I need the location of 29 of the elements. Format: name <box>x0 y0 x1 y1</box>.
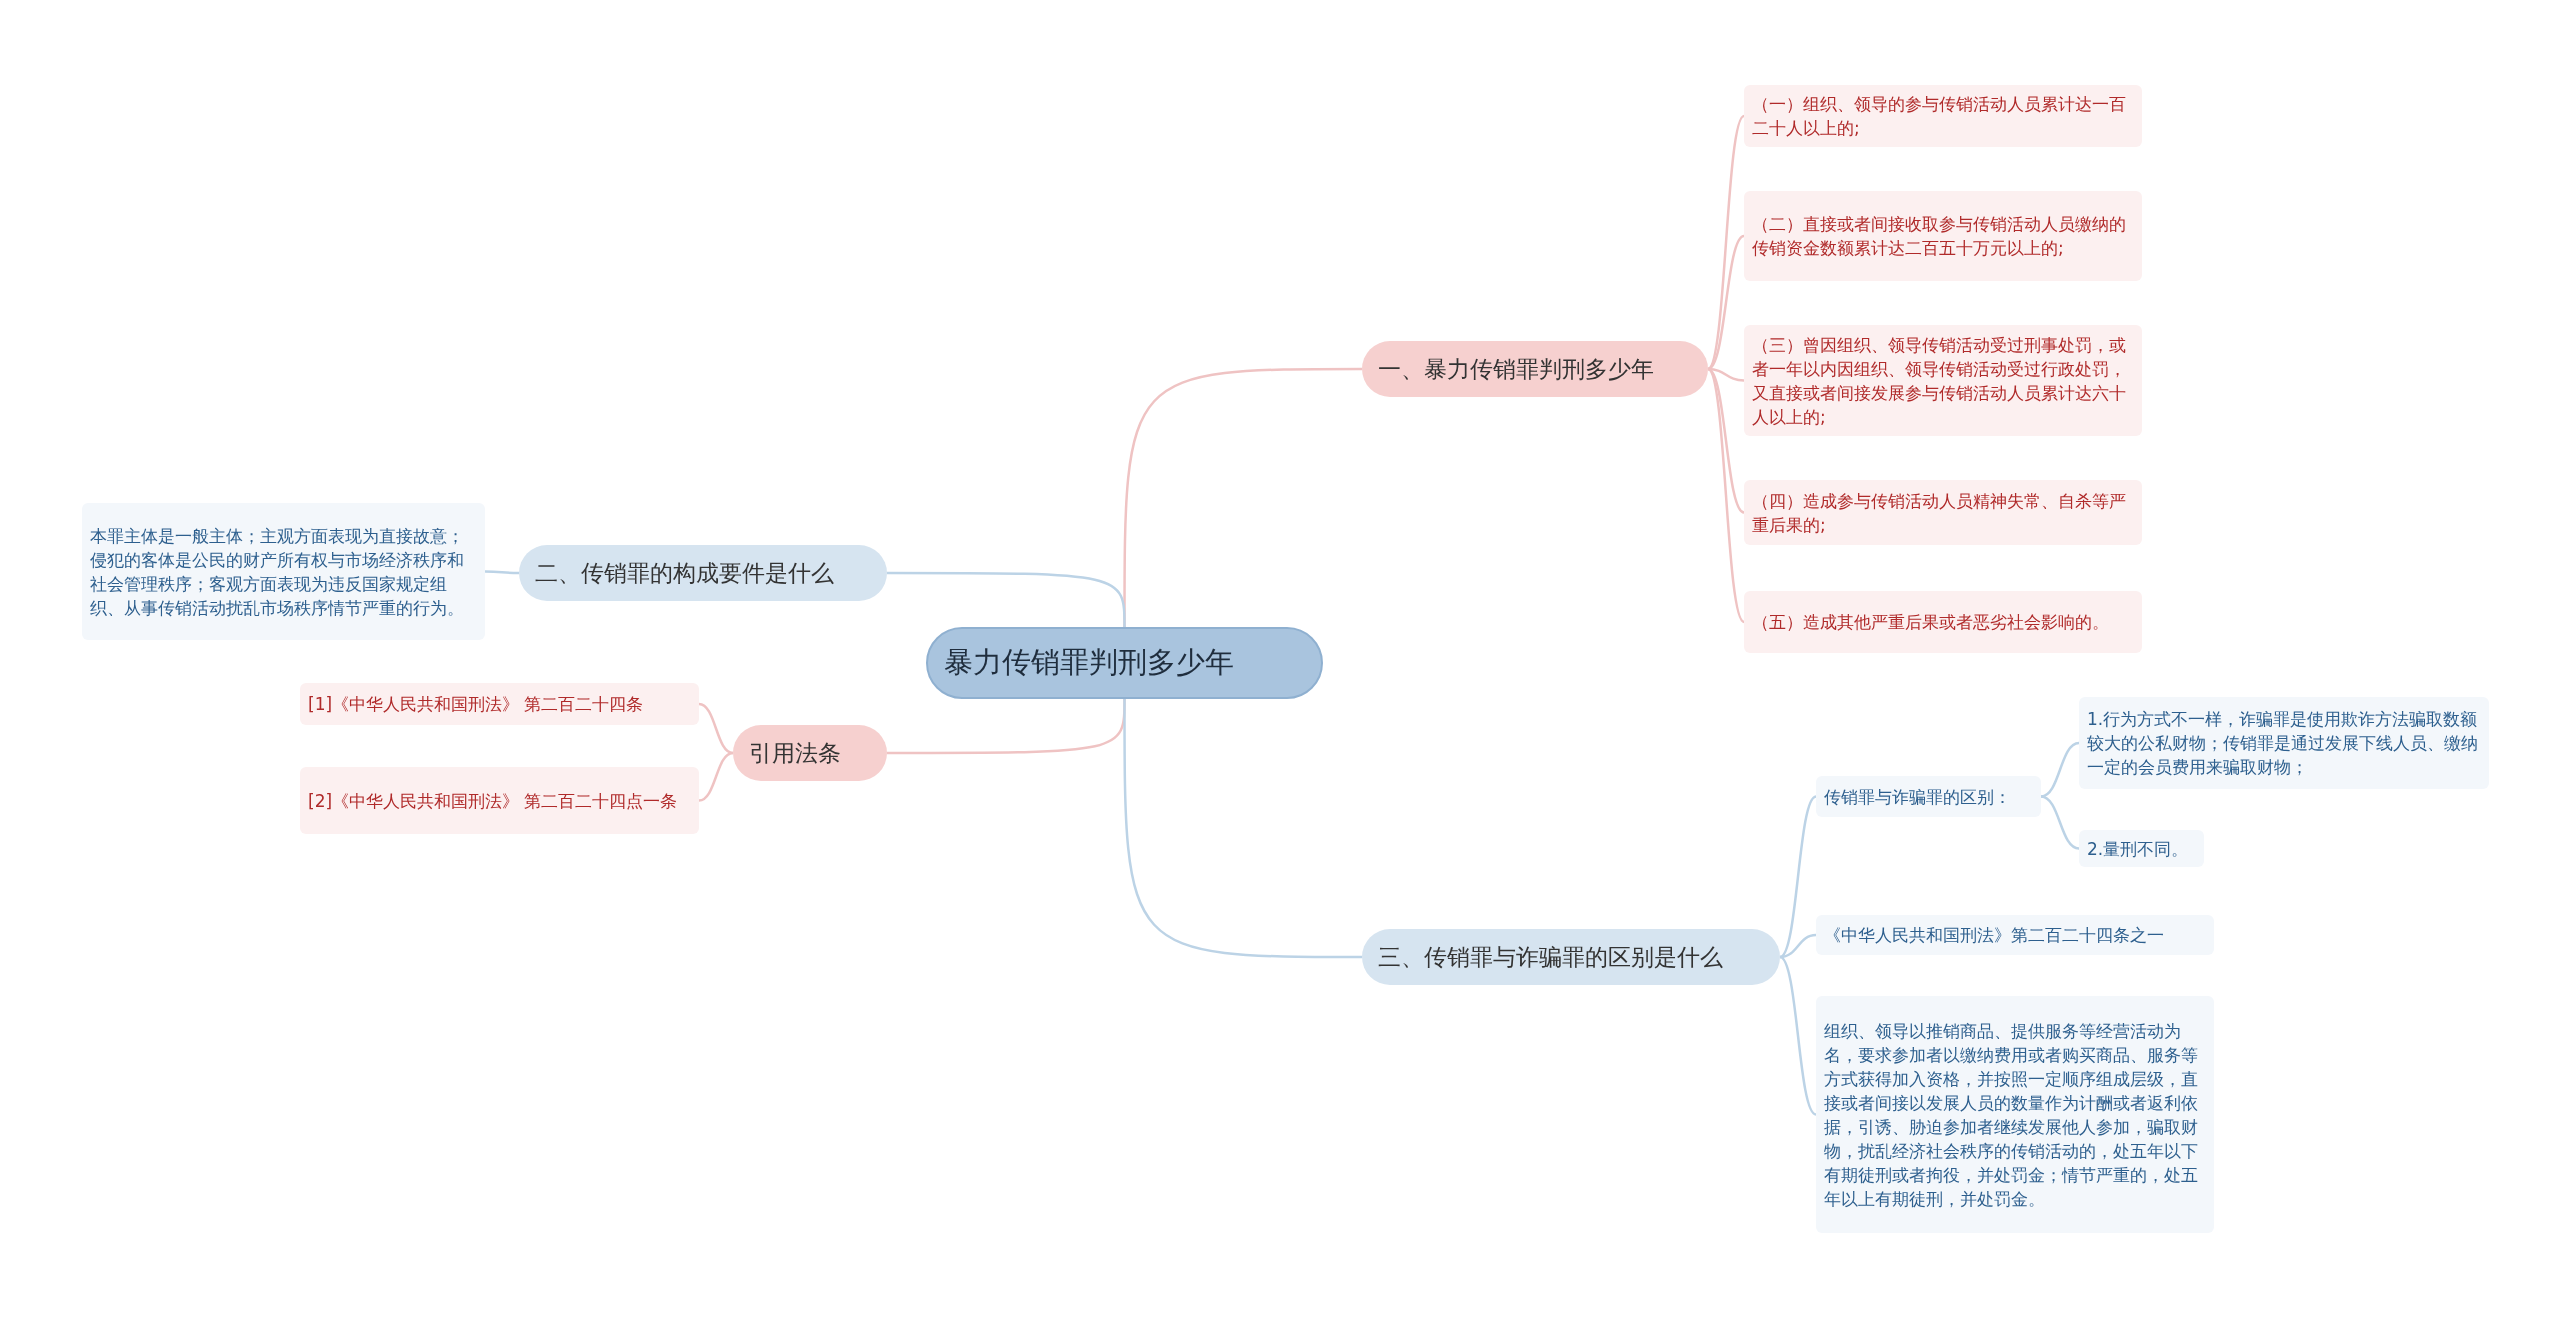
subtopic-card: 1.行为方式不一样，诈骗罪是使用欺诈方法骗取数额较大的公私财物；传销罪是通过发展下线人员、缴纳一定的会员费用来骗取财物； <box>2079 697 2489 789</box>
central-topic: 暴力传销罪判刑多少年 <box>926 627 1323 699</box>
subtopic-card: （四）造成参与传销活动人员精神失常、自杀等严重后果的; <box>1744 480 2142 545</box>
connector-line <box>485 570 519 575</box>
connector-line <box>2040 741 2080 798</box>
subtopic-card: 组织、领导以推销商品、提供服务等经营活动为名，要求参加者以缴纳费用或者购买商品、服务等方式获得加入资格，并按照一定顺序组成层级，直接或者间接以发展人员的数量作为计酬或者返利依据，引诱、胁迫参加者继续发展他人参加，骗取财物，扰乱经济社会秩序的传销活动的，处五年以下有期徒刑或者拘役，并处罚金；情节严重的，处五年以上有期徒刑，并处罚金。 <box>1816 996 2214 1233</box>
connector-line <box>1707 115 1745 370</box>
branch-topic: 引用法条 <box>733 725 887 781</box>
subtopic-card: [1]《中华人民共和国刑法》 第二百二十四条 <box>300 683 699 725</box>
branch-topic: 二、传销罪的构成要件是什么 <box>519 545 887 601</box>
connector-line <box>1779 956 1817 1116</box>
subtopic-card: 本罪主体是一般主体；主观方面表现为直接故意；侵犯的客体是公民的财产所有权与市场经济秩序和社会管理秩序；客观方面表现为违反国家规定组织、从事传销活动扰乱市场秩序情节严重的行为。 <box>82 503 485 640</box>
connector-line <box>1123 699 1362 959</box>
connector-line <box>887 571 1126 627</box>
subtopic-card: [2]《中华人民共和国刑法》 第二百二十四点一条 <box>300 767 699 834</box>
subtopic-card: （五）造成其他严重后果或者恶劣社会影响的。 <box>1744 591 2142 653</box>
connector-line <box>1707 368 1745 623</box>
connector-line <box>698 702 734 755</box>
subtopic-card: （三）曾因组织、领导传销活动受过刑事处罚，或者一年以内因组织、领导传销活动受过行政处罚，又直接或者间接发展参与传销活动人员累计达六十人以上的; <box>1744 325 2142 436</box>
connector-line <box>1779 795 1817 958</box>
subtopic-card: 《中华人民共和国刑法》第二百二十四条之一 <box>1816 915 2214 955</box>
subtopic-card: （二）直接或者间接收取参与传销活动人员缴纳的传销资金数额累计达二百五十万元以上的; <box>1744 191 2142 281</box>
subtopic-card: （一）组织、领导的参与传销活动人员累计达一百二十人以上的; <box>1744 85 2142 147</box>
subtopic-card: 2.量刑不同。 <box>2079 830 2204 867</box>
connector-line <box>698 751 734 802</box>
branch-topic: 一、暴力传销罪判刑多少年 <box>1362 341 1708 397</box>
subtopic-card: 传销罪与诈骗罪的区别： <box>1816 776 2041 817</box>
connector-line <box>2040 795 2080 850</box>
branch-topic: 三、传销罪与诈骗罪的区别是什么 <box>1362 929 1780 985</box>
